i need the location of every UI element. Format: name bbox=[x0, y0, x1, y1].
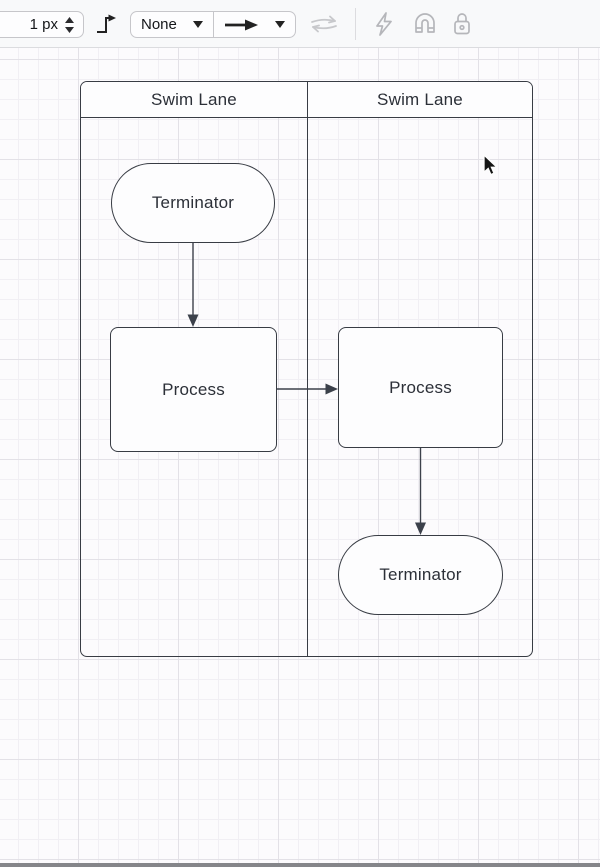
lightning-icon bbox=[372, 11, 396, 37]
node-label: Terminator bbox=[151, 193, 235, 212]
line-style-select[interactable]: None bbox=[131, 12, 214, 37]
window-bottom-edge bbox=[0, 863, 600, 867]
line-style-value: None bbox=[141, 16, 177, 33]
magnet-icon bbox=[412, 12, 438, 36]
node-label: Process bbox=[162, 379, 225, 399]
connection-style-group: None bbox=[130, 11, 296, 38]
terminator-node[interactable]: Terminator bbox=[338, 535, 503, 615]
caret-down-icon bbox=[192, 21, 203, 28]
terminator-node[interactable]: Terminator bbox=[111, 163, 275, 243]
format-toolbar: 1 px None bbox=[0, 0, 600, 48]
diagram-canvas[interactable]: Swim Lane Swim Lane Terminator Process P… bbox=[0, 48, 600, 863]
connection-points-button[interactable] bbox=[411, 0, 439, 48]
arrow-right-icon bbox=[224, 18, 260, 32]
swimlane-right[interactable]: Swim Lane bbox=[308, 82, 532, 656]
stepper-up-down-icon[interactable] bbox=[65, 16, 74, 33]
node-label: Process bbox=[389, 377, 452, 397]
lock-button[interactable] bbox=[448, 0, 476, 48]
swimlane-pool[interactable]: Swim Lane Swim Lane bbox=[80, 81, 533, 657]
toolbar-divider bbox=[355, 8, 356, 40]
connection-arrows-button[interactable] bbox=[370, 0, 398, 48]
process-node[interactable]: Process bbox=[110, 327, 277, 452]
swimlane-left-title[interactable]: Swim Lane bbox=[81, 82, 307, 118]
swimlane-left[interactable]: Swim Lane bbox=[81, 82, 308, 656]
elbow-connector-icon bbox=[95, 12, 119, 36]
waypoints-button[interactable] bbox=[93, 0, 121, 48]
node-label: Terminator bbox=[379, 565, 462, 584]
lock-icon bbox=[451, 11, 473, 37]
swimlane-right-title[interactable]: Swim Lane bbox=[308, 82, 532, 118]
arrow-end-select[interactable] bbox=[214, 12, 295, 37]
reverse-connection-button[interactable] bbox=[306, 0, 342, 48]
stroke-width-stepper[interactable]: 1 px bbox=[0, 11, 84, 38]
stroke-width-value: 1 px bbox=[29, 16, 58, 33]
exchange-arrows-icon bbox=[309, 13, 339, 35]
caret-down-icon bbox=[275, 21, 285, 28]
process-node[interactable]: Process bbox=[338, 327, 503, 448]
